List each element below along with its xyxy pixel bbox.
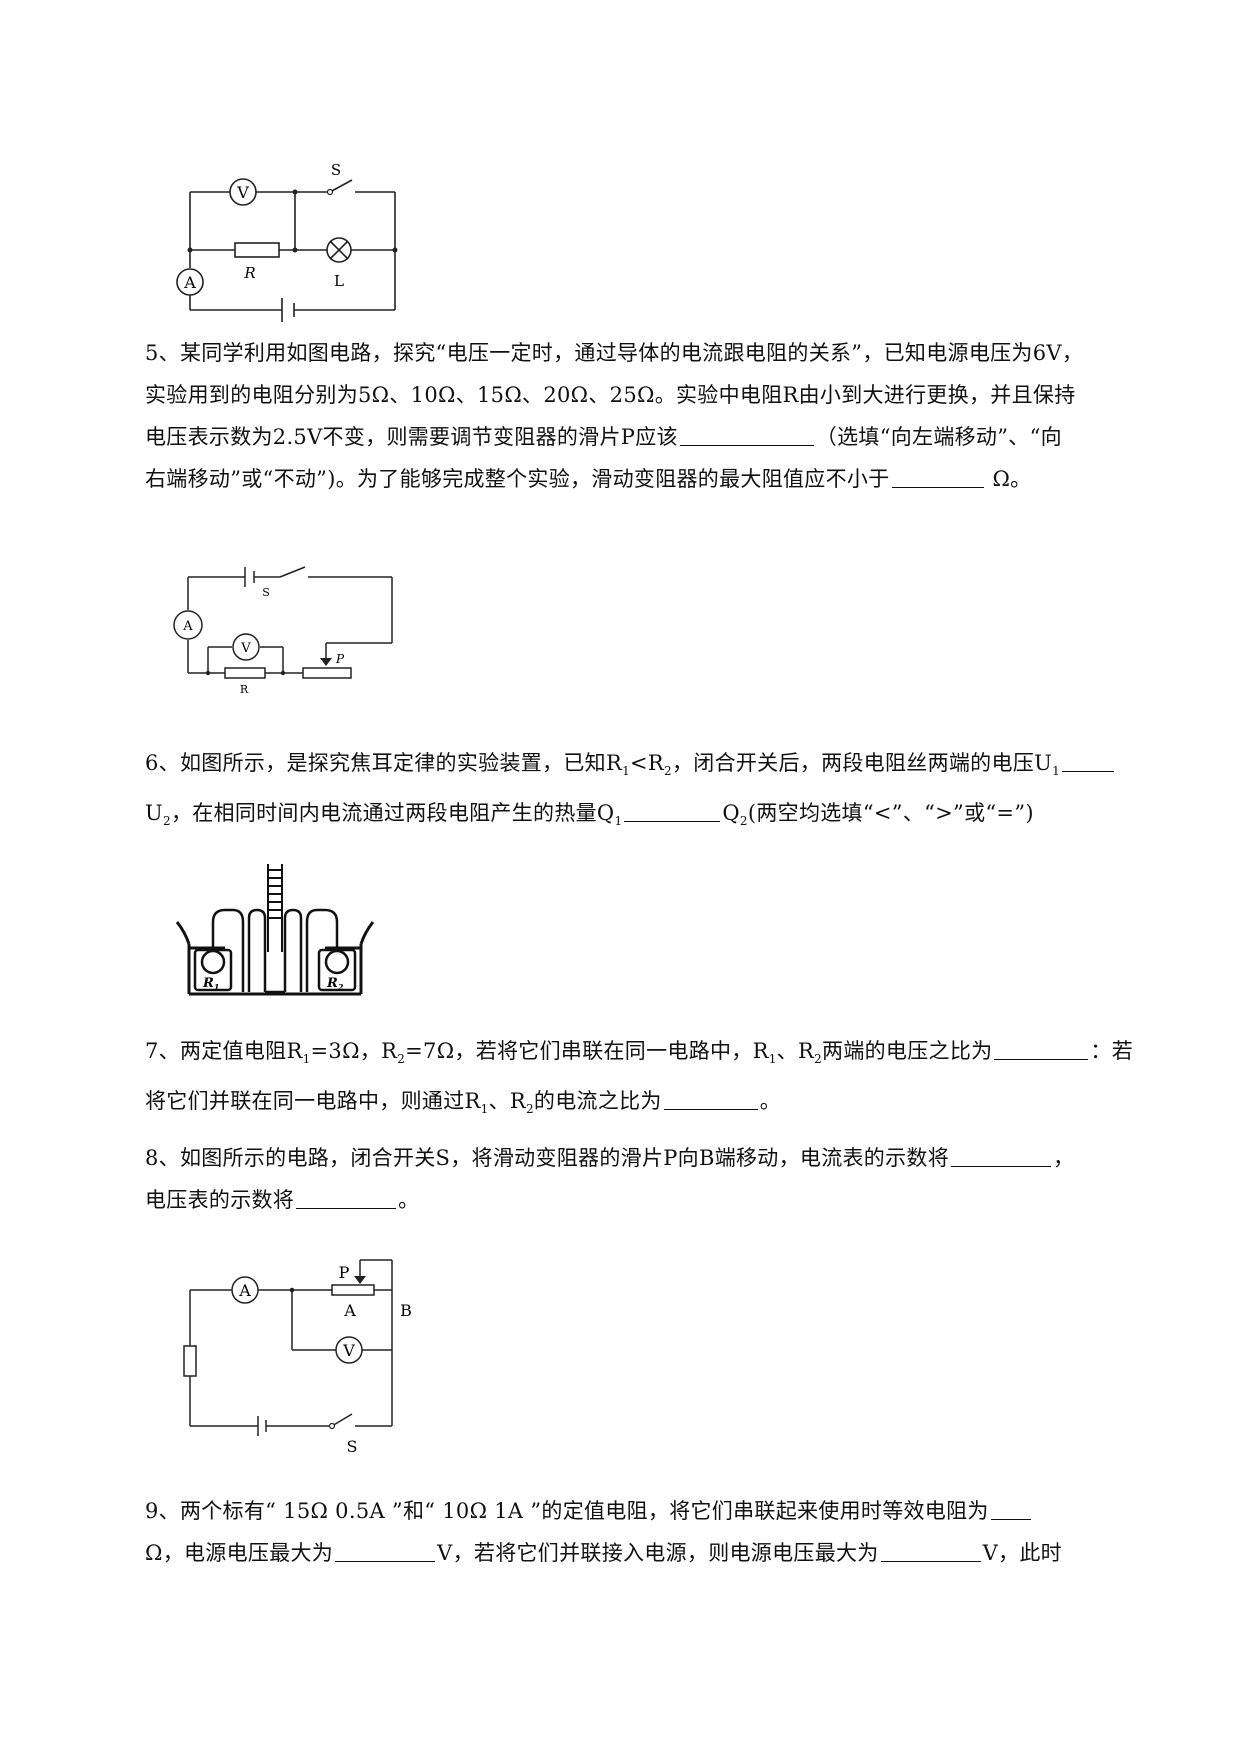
q7-line-1c: =7Ω，若将它们串联在同一电路中，R [405,1039,769,1063]
q7-line-1a: 7、两定值电阻R [145,1039,303,1063]
q7-line-1f: ：若 [1090,1039,1134,1063]
q9-line-1a: 9、两个标有“ 15Ω 0.5A ”和“ 10Ω 1A ”的定值电阻，将它们串联… [145,1499,989,1523]
resistor-label: R [243,264,255,282]
q7-line-2d: 。 [759,1089,782,1113]
ammeter-label: A [182,619,193,634]
q8-line-2b: 。 [398,1188,420,1212]
q9-line-2b: V，若将它们并联接入电源，则电源电压最大为 [437,1541,879,1565]
ammeter-label: A [238,1281,251,1300]
subscript: 2 [525,1102,534,1116]
subscript: 2 [163,814,171,828]
q5-line-3b: （选填“向左端移动”、“向 [815,425,1062,449]
subscript: 1 [302,1052,311,1066]
circuit-figure-q8: A V P A B S [183,1259,412,1456]
q6-line-1a: 6、如图所示，是探究焦耳定律的实验装置，已知R [145,751,623,775]
circuit-figure-q4: V A S R L [176,161,398,322]
switch-label: S [331,161,341,179]
resistor-label: R [240,683,249,696]
question-5: 5、某同学利用如图电路，探究“电压一定时，通过导体的电流跟电阻的关系”，已知电源… [145,332,1155,500]
answer-blank[interactable] [1062,749,1115,772]
q8-line-2a: 电压表的示数将 [145,1188,295,1212]
answer-blank[interactable] [891,465,984,488]
q5-line-4a: 右端移动”或“不动”)。为了能够完成整个实验，滑动变阻器的最大阻值应不小于 [145,467,890,491]
q5-line-4b: Ω。 [985,467,1032,491]
switch-label: S [262,586,270,599]
q7-line-1b: =3Ω，R [310,1039,398,1063]
answer-blank[interactable] [880,1539,981,1562]
r2-label: R2 [326,976,344,992]
answer-blank[interactable] [951,1144,1052,1167]
answer-blank[interactable] [994,1037,1089,1060]
joule-apparatus-figure: R1 R2 [175,864,375,996]
subscript: 1 [614,814,623,828]
question-8: 8、如图所示的电路，闭合开关S，将滑动变阻器的滑片P向B端移动，电流表的示数将 ，… [145,1137,1155,1221]
subscript: 2 [814,1052,823,1066]
slider-label: P [335,652,345,666]
q6-line-2a: U [145,801,163,825]
end-b-label: B [400,1301,412,1320]
q6-line-1b: <R [630,751,665,775]
r1-label: R1 [202,976,219,992]
lamp-label: L [334,272,344,290]
voltmeter-label: V [342,1341,355,1360]
q7-line-2a: 将它们并联在同一电路中，则通过R [145,1089,481,1113]
switch-label: S [347,1437,358,1456]
ammeter-label: A [183,273,196,292]
circuit-figure-q5: A V S R P [173,566,393,696]
q7-line-1d: 、R [776,1039,815,1063]
subscript: 1 [622,764,631,778]
voltmeter-label: V [236,183,249,202]
answer-blank[interactable] [296,1186,397,1209]
q7-line-2c: 的电流之比为 [533,1089,662,1113]
answer-blank[interactable] [679,423,814,446]
question-6: 6、如图所示，是探究焦耳定律的实验装置，已知R1<R2，闭合开关后，两段电阻丝两… [145,742,1155,842]
voltmeter-label: V [240,641,251,656]
end-a-label: A [343,1301,356,1320]
answer-blank[interactable] [663,1087,758,1110]
slider-label: P [339,1263,350,1282]
q5-line-1: 5、某同学利用如图电路，探究“电压一定时，通过导体的电流跟电阻的关系”，已知电源… [145,341,1084,365]
q6-line-2b: ，在相同时间内电流通过两段电阻产生的热量Q [170,801,615,825]
subscript: 2 [664,764,672,778]
q8-line-1a: 8、如图所示的电路，闭合开关S，将滑动变阻器的滑片P向B端移动，电流表的示数将 [145,1146,950,1170]
q9-line-2c: V，此时 [982,1541,1062,1565]
q6-line-1c: ，闭合开关后，两段电阻丝两端的电压U [671,751,1053,775]
answer-blank[interactable] [990,1497,1031,1520]
q6-line-2d: (两空均选填“<”、“>”或“=”) [747,801,1034,825]
subscript: 2 [739,814,748,828]
q6-line-2c: Q [722,801,740,825]
q5-line-3a: 电压表示数为2.5V不变，则需要调节变阻器的滑片P应该 [145,425,678,449]
subscript: 2 [397,1052,406,1066]
question-9: 9、两个标有“ 15Ω 0.5A ”和“ 10Ω 1A ”的定值电阻，将它们串联… [145,1490,1155,1574]
q7-line-2b: 、R [488,1089,526,1113]
answer-blank[interactable] [624,799,721,822]
question-7: 7、两定值电阻R1=3Ω，R2=7Ω，若将它们串联在同一电路中，R1、R2两端的… [145,1030,1155,1130]
q7-line-1e: 两端的电压之比为 [822,1039,993,1063]
subscript: 1 [1052,764,1061,778]
answer-blank[interactable] [335,1539,436,1562]
q8-line-1b: ， [1053,1146,1075,1170]
q5-line-2: 实验用到的电阻分别为5Ω、10Ω、15Ω、20Ω、25Ω。实验中电阻R由小到大进… [145,383,1076,407]
subscript: 1 [768,1052,777,1066]
q9-line-2a: Ω，电源电压最大为 [145,1541,334,1565]
subscript: 1 [480,1102,489,1116]
